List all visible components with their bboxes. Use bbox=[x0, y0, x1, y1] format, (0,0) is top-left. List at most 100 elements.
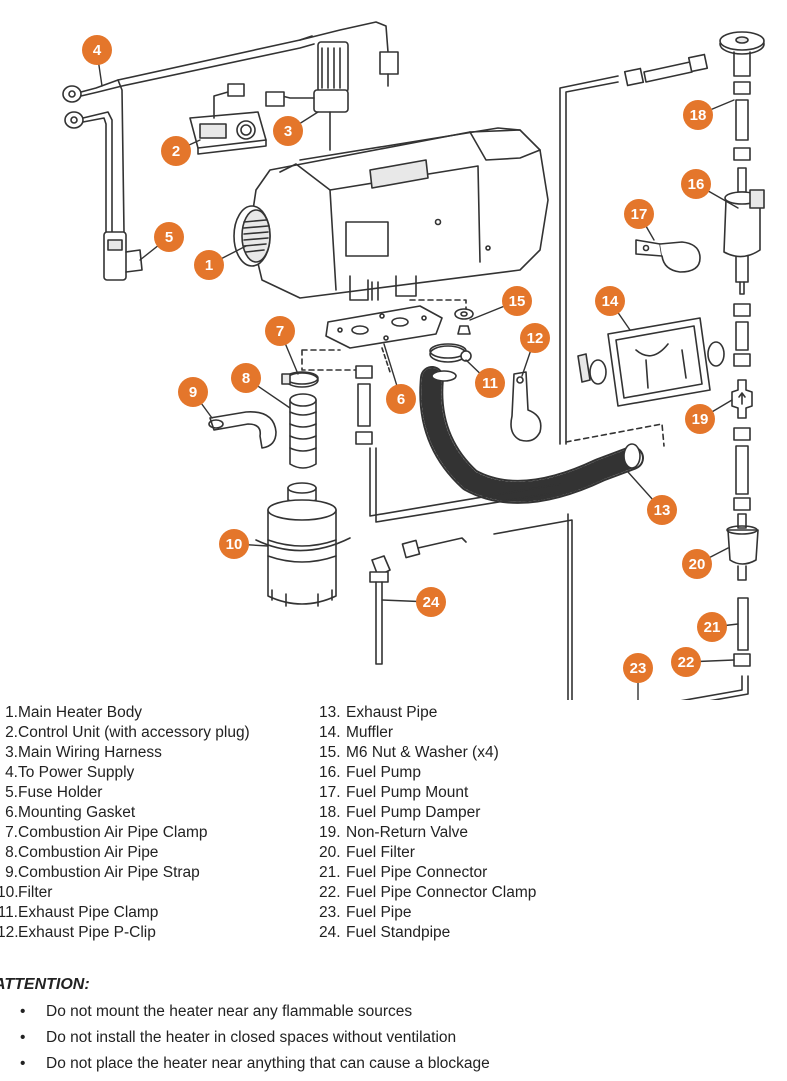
svg-text:1: 1 bbox=[205, 257, 213, 274]
fuel-filter-part bbox=[726, 513, 759, 581]
fuel-pipe-part bbox=[369, 75, 749, 700]
legend-item: 4.To Power Supply bbox=[5, 764, 135, 781]
legend-item: 8.Combustion Air Pipe bbox=[5, 844, 159, 861]
air-pipe-part bbox=[289, 393, 317, 469]
svg-text:3: 3 bbox=[284, 123, 292, 140]
svg-text:9: 9 bbox=[189, 384, 197, 401]
svg-text:16: 16 bbox=[688, 176, 705, 193]
fuel-line-right bbox=[733, 81, 751, 667]
legend-item: 22.Fuel Pipe Connector Clamp bbox=[319, 884, 537, 901]
legend-item: 15.M6 Nut & Washer (x4) bbox=[319, 744, 499, 761]
fuel-pump-part bbox=[723, 167, 765, 295]
callout-9: 9 bbox=[178, 377, 208, 407]
legend-item: 9.Combustion Air Pipe Strap bbox=[5, 864, 200, 881]
legend-item: 7.Combustion Air Pipe Clamp bbox=[5, 824, 208, 841]
svg-text:23: 23 bbox=[630, 660, 647, 677]
fuel-damper-part bbox=[719, 31, 765, 77]
callout-5: 5 bbox=[154, 222, 184, 252]
legend-item: 19.Non-Return Valve bbox=[319, 824, 469, 841]
heater-body-part bbox=[233, 127, 549, 301]
callout-19: 19 bbox=[685, 404, 715, 434]
svg-text:24: 24 bbox=[423, 594, 440, 611]
attention-item: •Do not place the heater near anything t… bbox=[20, 1055, 490, 1081]
parts-diagram: 1 2 3 4 5 6 7 8 9 10 11 12 13 14 15 16 1… bbox=[62, 21, 765, 700]
air-pipe-strap-part bbox=[208, 411, 277, 449]
muffler-part bbox=[577, 317, 725, 407]
legend-item: 11.Exhaust Pipe Clamp bbox=[0, 904, 159, 921]
exhaust-clamp-part bbox=[429, 343, 472, 363]
attention-heading: ATTENTION: bbox=[0, 976, 90, 993]
legend-column-left: 1.Main Heater Body 2.Control Unit (with … bbox=[0, 703, 250, 943]
callout-14: 14 bbox=[595, 286, 625, 316]
callout-4: 4 bbox=[82, 35, 112, 65]
svg-text:7: 7 bbox=[276, 323, 284, 340]
attention-list: •Do not mount the heater near any flamma… bbox=[20, 1003, 490, 1081]
svg-text:21: 21 bbox=[704, 619, 721, 636]
svg-text:4: 4 bbox=[93, 42, 102, 59]
fuel-pump-mount-part bbox=[635, 239, 701, 273]
legend-item: 24.Fuel Standpipe bbox=[319, 924, 451, 941]
svg-text:18: 18 bbox=[690, 107, 707, 124]
legend-item: 10.Filter bbox=[0, 884, 53, 901]
callout-12: 12 bbox=[520, 323, 550, 353]
legend-item: 18.Fuel Pump Damper bbox=[319, 804, 481, 821]
exhaust-pipe-part bbox=[419, 366, 644, 504]
fuel-standpipe-part bbox=[369, 555, 391, 665]
nut-washer-part bbox=[454, 308, 474, 335]
legend-item: 21.Fuel Pipe Connector bbox=[319, 864, 488, 881]
callout-8: 8 bbox=[231, 363, 261, 393]
legend-item: 5.Fuse Holder bbox=[5, 784, 103, 801]
fuel-line-middle bbox=[355, 365, 467, 559]
legend-item: 14.Muffler bbox=[319, 724, 394, 741]
svg-text:11: 11 bbox=[482, 375, 498, 392]
legend-item: 6.Mounting Gasket bbox=[5, 804, 136, 821]
air-filter-part bbox=[255, 482, 351, 607]
callout-23: 23 bbox=[623, 653, 653, 683]
legend-item: 17.Fuel Pump Mount bbox=[319, 784, 469, 801]
svg-text:12: 12 bbox=[527, 330, 544, 347]
legend-column-right: 13.Exhaust Pipe 14.Muffler 15.M6 Nut & W… bbox=[319, 703, 536, 943]
attention-item: •Do not mount the heater near any flamma… bbox=[20, 1003, 490, 1029]
bullet-icon: • bbox=[20, 1029, 26, 1046]
control-unit-part bbox=[189, 83, 267, 155]
callout-21: 21 bbox=[697, 612, 727, 642]
svg-text:2: 2 bbox=[172, 143, 180, 160]
svg-text:6: 6 bbox=[397, 391, 405, 408]
svg-text:14: 14 bbox=[602, 293, 619, 310]
callout-3: 3 bbox=[273, 116, 303, 146]
callout-badges: 1 2 3 4 5 6 7 8 9 10 11 12 13 14 15 16 1… bbox=[82, 35, 727, 683]
svg-text:22: 22 bbox=[678, 654, 695, 671]
callout-13: 13 bbox=[647, 495, 677, 525]
svg-text:5: 5 bbox=[165, 229, 173, 246]
air-pipe-clamp-part bbox=[281, 371, 319, 388]
callout-2: 2 bbox=[161, 136, 191, 166]
exhaust-pclip-part bbox=[510, 371, 542, 442]
callout-16: 16 bbox=[681, 169, 711, 199]
svg-text:20: 20 bbox=[689, 556, 706, 573]
callout-7: 7 bbox=[265, 316, 295, 346]
svg-text:13: 13 bbox=[654, 502, 671, 519]
fuse-holder-part bbox=[103, 231, 143, 281]
non-return-valve-part bbox=[731, 379, 753, 419]
legend-item: 13.Exhaust Pipe bbox=[319, 704, 438, 721]
svg-text:19: 19 bbox=[692, 411, 709, 428]
callout-1: 1 bbox=[194, 250, 224, 280]
svg-text:10: 10 bbox=[226, 536, 243, 553]
callout-17: 17 bbox=[624, 199, 654, 229]
callout-22: 22 bbox=[671, 647, 701, 677]
callout-11: 11 bbox=[475, 368, 505, 398]
callout-15: 15 bbox=[502, 286, 532, 316]
legend-item: 3.Main Wiring Harness bbox=[5, 744, 162, 761]
callout-10: 10 bbox=[219, 529, 249, 559]
svg-text:15: 15 bbox=[509, 293, 526, 310]
legend-item: 20.Fuel Filter bbox=[319, 844, 415, 861]
bullet-icon: • bbox=[20, 1003, 26, 1020]
wiring-harness-part bbox=[265, 21, 399, 151]
callout-20: 20 bbox=[682, 549, 712, 579]
legend-item: 23.Fuel Pipe bbox=[319, 904, 412, 921]
callout-6: 6 bbox=[386, 384, 416, 414]
callout-18: 18 bbox=[683, 100, 713, 130]
mounting-gasket-part bbox=[325, 305, 443, 373]
bullet-icon: • bbox=[20, 1055, 26, 1072]
damper-connector bbox=[623, 53, 709, 87]
